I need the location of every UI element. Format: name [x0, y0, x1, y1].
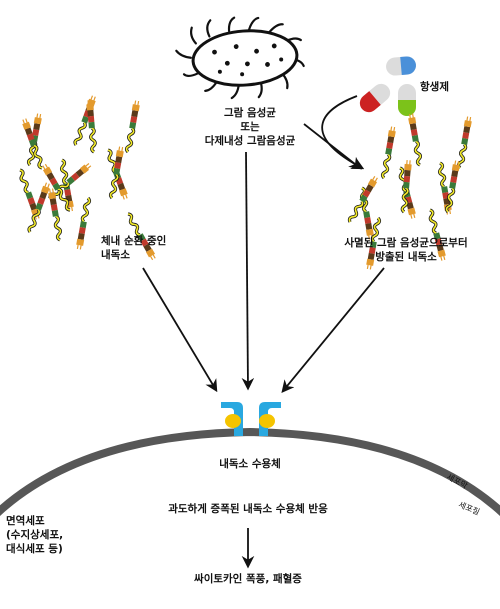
receptor-label: 내독소 수용체	[219, 458, 281, 470]
released-toxin-label-line1: 사멸된 그람 음성균으로부터	[344, 237, 468, 249]
immune-cell-label-line2: (수지상세포,	[6, 529, 64, 541]
circulating-toxin-label-line2: 내독소	[101, 249, 130, 261]
cell-membrane	[0, 427, 500, 517]
antibiotic-arrow	[321, 95, 365, 170]
circulating-toxin-label: 체내 순환 중인 내독소	[101, 234, 166, 262]
endotoxin-receptor-icon	[221, 402, 281, 436]
circulating-toxin-arrow	[142, 267, 218, 393]
circulating-toxin-label-line1: 체내 순환 중인	[101, 235, 167, 247]
immune-cell-label-line1: 면역세포	[6, 515, 45, 527]
overactivation-label: 과도하게 증폭된 내독소 수용체 반응	[168, 503, 328, 515]
immune-cell-label: 면역세포 (수지상세포, 대식세포 등)	[6, 514, 63, 556]
lysis-arrow	[303, 123, 362, 170]
released-toxin-arrow	[281, 267, 385, 393]
released-toxin-label: 사멸된 그람 음성균으로부터 방출된 내독소	[322, 236, 490, 264]
bacteria-label: 그람 음성균 또는 다제내성 그람음성균	[170, 106, 330, 148]
immune-cell-label-line3: 대식세포 등)	[6, 543, 63, 555]
bacteria-label-line3: 다제내성 그람음성균	[204, 135, 296, 147]
bacterium-icon	[175, 16, 305, 100]
antibiotic-label: 항생제	[420, 81, 449, 93]
bacterium-toxin-arrow	[241, 151, 255, 391]
antibiotic-capsules-icon	[359, 56, 416, 116]
outcome-label: 싸이토카인 폭풍, 패혈증	[194, 573, 302, 585]
released-toxin-label-line2: 방출된 내독소	[375, 251, 437, 263]
bacteria-label-line2: 또는	[240, 121, 260, 133]
bacteria-label-line1: 그람 음성균	[224, 107, 276, 119]
